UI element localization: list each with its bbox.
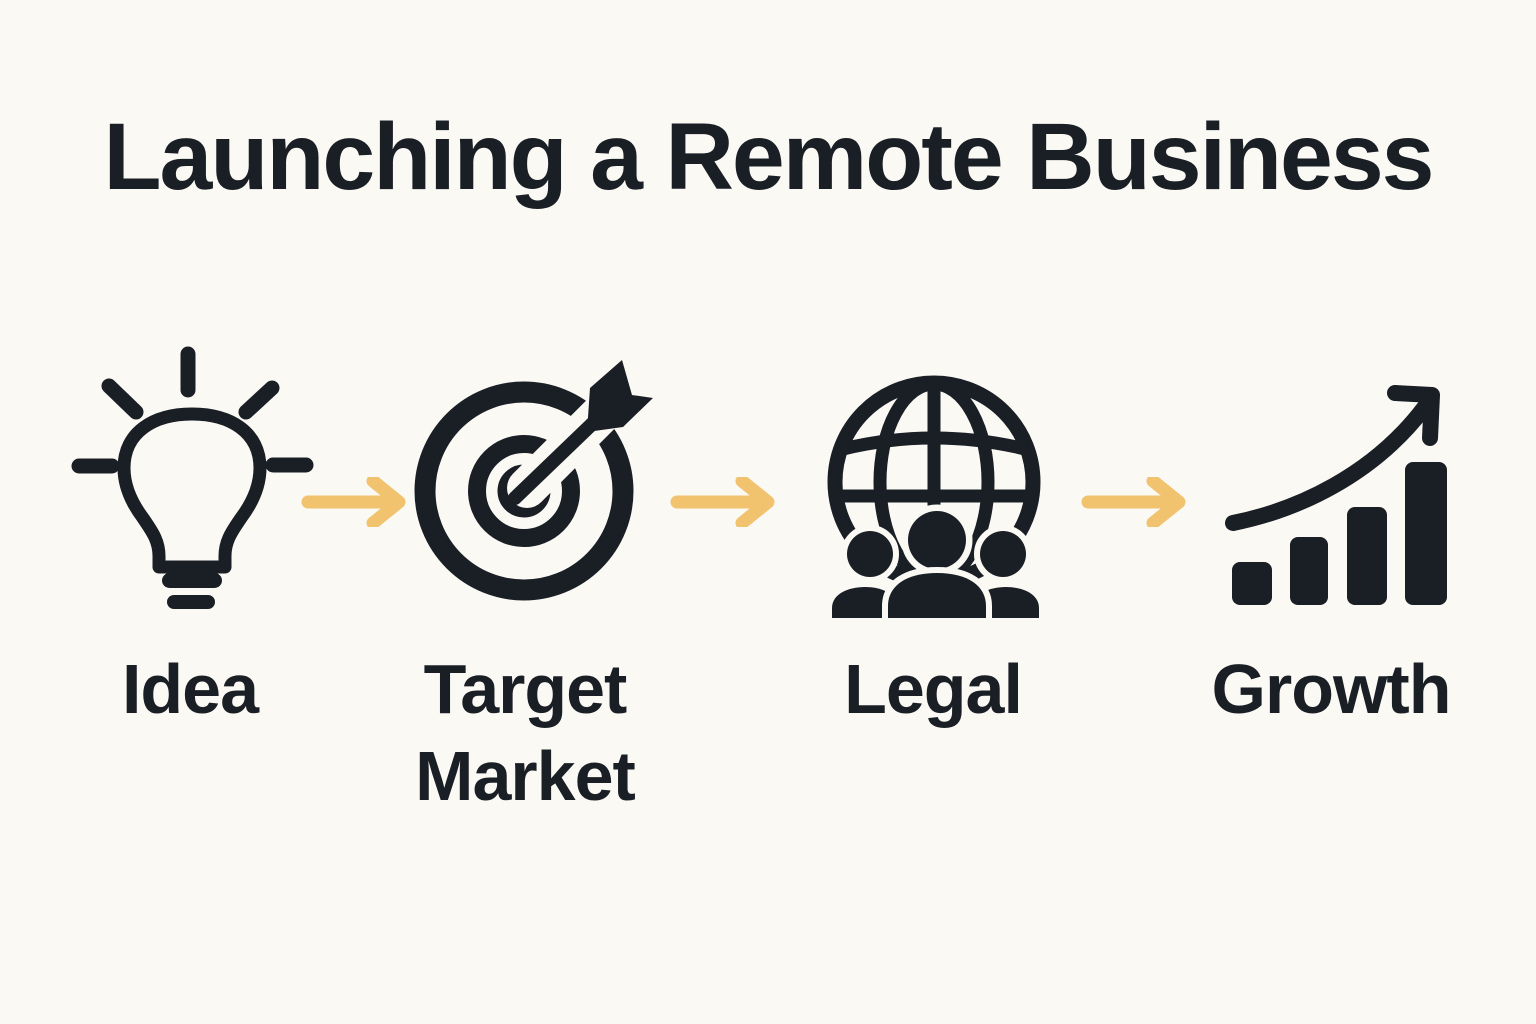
step-label-growth: Growth bbox=[1211, 650, 1452, 728]
globe-people-icon bbox=[827, 375, 1044, 624]
right-arrow-icon bbox=[1081, 477, 1186, 527]
step-label-legal: Legal bbox=[844, 650, 1023, 728]
diagram-title: Launching a Remote Business bbox=[103, 104, 1434, 210]
growth-bar-chart-icon bbox=[1225, 385, 1447, 605]
step-label-idea: Idea bbox=[121, 650, 259, 728]
right-arrow-icon bbox=[301, 477, 406, 527]
target-dart-icon bbox=[414, 346, 669, 601]
person-left-icon bbox=[827, 525, 903, 623]
step-label-target-market: Target Market bbox=[415, 650, 636, 815]
right-arrow-icon bbox=[670, 477, 775, 527]
lightbulb-icon bbox=[71, 346, 314, 609]
person-center-icon bbox=[882, 504, 992, 624]
